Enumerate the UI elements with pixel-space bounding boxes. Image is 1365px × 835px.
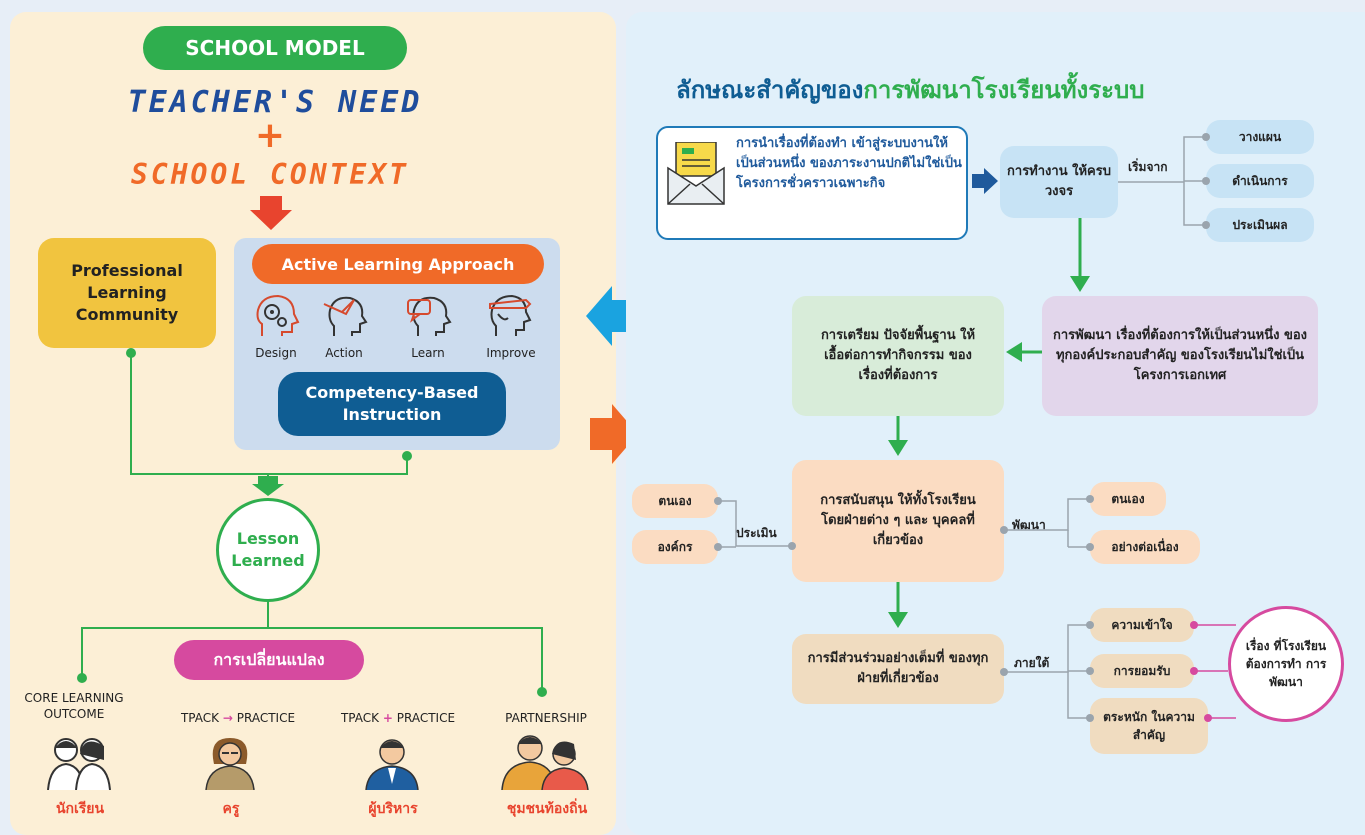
arrow-right-icon [972, 168, 998, 194]
start-from-label: เริ่มจาก [1128, 160, 1168, 174]
tpack-text: TPACK [340, 711, 380, 725]
tpack-plus-practice-caption: TPACK + PRACTICE [318, 710, 478, 726]
students-icon [47, 738, 111, 790]
right-title: ลักษณะสำคัญของการพัฒนาโรงเรียนทั้งระบบ [676, 70, 1336, 106]
awareness-item: ตระหนัก ในความสำคัญ [1090, 698, 1208, 754]
lesson-learned-circle: Lesson Learned [216, 498, 320, 602]
title-part-green: การพัฒนาโรงเรียนทั้งระบบ [863, 76, 1145, 104]
competency-pill: Competency-Based Instruction [278, 372, 506, 436]
community-label: ชุมชนท้องถิ่น [506, 801, 588, 817]
gear-head-icon [256, 294, 300, 336]
evaluate-label: ประเมิน [736, 526, 777, 540]
org-evaluate-item: องค์กร [632, 530, 718, 564]
practice-text: PRACTICE [236, 711, 296, 725]
self-develop-item: ตนเอง [1090, 482, 1166, 516]
design-label: Design [255, 346, 297, 360]
school-model-badge: SCHOOL MODEL [143, 26, 407, 70]
right-arrow-icon: → [222, 711, 233, 725]
teacher-label: ครู [222, 801, 240, 817]
plc-box: Professional Learning Community [38, 238, 216, 348]
evaluate-step: ประเมินผล [1206, 208, 1314, 242]
teacher-icon [205, 738, 255, 790]
title-part-blue: ลักษณะสำคัญของ [676, 76, 864, 104]
participation-box: การมีส่วนร่วมอย่างเต็มที่ ของทุกฝ่ายที่เ… [792, 634, 1004, 704]
operate-step: ดำเนินการ [1206, 164, 1314, 198]
change-pill: การเปลี่ยนแปลง [174, 640, 364, 680]
chat-head-icon [407, 296, 452, 336]
administrator-label: ผู้บริหาร [368, 801, 418, 817]
goal-circle: เรื่อง ที่โรงเรียน ต้องการทำ การพัฒนา [1228, 606, 1344, 722]
development-box: การพัฒนา เรื่องที่ต้องการให้เป็นส่วนหนึ่… [1042, 296, 1318, 416]
left-arrow-icon [586, 286, 634, 346]
right-arrow-icon [590, 404, 638, 464]
develop-label: พัฒนา [1012, 518, 1046, 532]
self-evaluate-item: ตนเอง [632, 484, 718, 518]
tpack-text: TPACK [180, 711, 220, 725]
left-connectors [77, 348, 547, 697]
pencil-head-icon [489, 294, 532, 336]
envelope-icon [667, 142, 725, 205]
school-context-title: SCHOOL CONTEXT [130, 157, 409, 191]
practice-text: PRACTICE [396, 711, 456, 725]
administrator-icon [365, 739, 419, 790]
down-arrow-icon [250, 196, 292, 230]
action-label: Action [325, 346, 363, 360]
community-icon [501, 735, 589, 790]
improve-label: Improve [486, 346, 536, 360]
bird-head-icon [323, 296, 368, 336]
teacher-need-title: TEACHER'S NEED [127, 84, 423, 120]
prepare-box: การเตรียม ปัจจัยพื้นฐาน ให้เอื้อต่อการทำ… [792, 296, 1004, 416]
tpack-practice-caption: TPACK → PRACTICE [158, 710, 318, 726]
partnership-caption: PARTNERSHIP [505, 711, 587, 725]
active-learning-pill: Active Learning Approach [252, 244, 544, 284]
core-learning-caption: CORE LEARNING OUTCOME [24, 691, 124, 721]
plus-sign: + [254, 114, 286, 156]
learn-label: Learn [411, 346, 445, 360]
under-label: ภายใต้ [1014, 656, 1050, 670]
support-box: การสนับสนุน ให้ทั้งโรงเรียน โดยฝ่ายต่าง … [792, 460, 1004, 582]
cycle-box: การทำงาน ให้ครบวงจร [1000, 146, 1118, 218]
intro-text: การนำเรื่องที่ต้องทำ เข้าสู่ระบบงานให้เป… [736, 136, 962, 191]
plus-icon: + [382, 711, 393, 725]
plan-step: วางแผน [1206, 120, 1314, 154]
continuous-develop-item: อย่างต่อเนื่อง [1090, 530, 1200, 564]
students-label: นักเรียน [55, 801, 105, 817]
understanding-item: ความเข้าใจ [1090, 608, 1194, 642]
acceptance-item: การยอมรับ [1090, 654, 1194, 688]
